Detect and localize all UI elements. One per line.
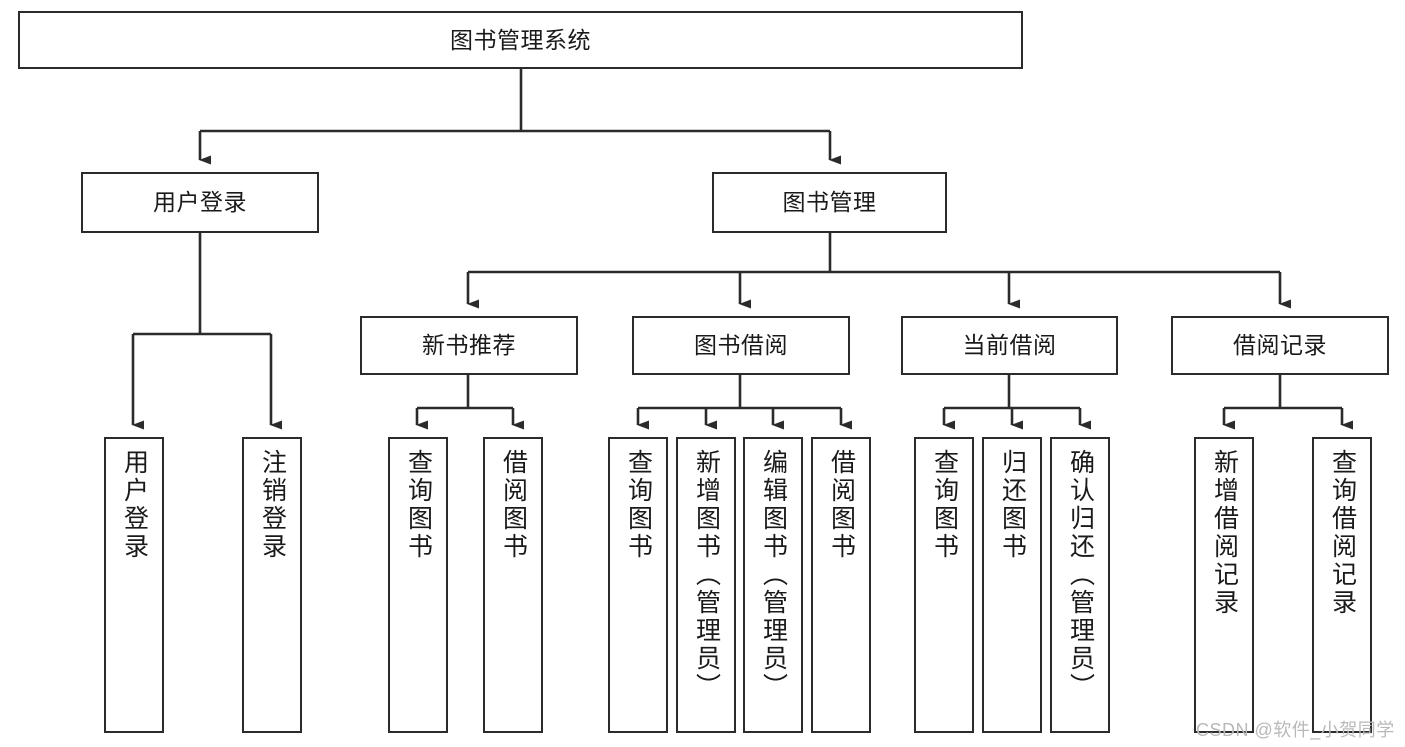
edge-group-current-borrow [942,375,1091,430]
node-leaf-query-books-borrow[interactable]: 查询图书 [608,437,668,733]
edge-group-book-borrow [636,375,852,430]
node-leaf-logout-label: 注销登录 [258,449,287,561]
node-leaf-query-books-new[interactable]: 查询图书 [388,437,448,733]
node-leaf-user-login[interactable]: 用户登录 [104,437,164,733]
node-book-borrow[interactable]: 图书借阅 [632,316,850,375]
edge-group-borrow-record [1222,375,1353,430]
node-book-borrow-label: 图书借阅 [694,332,788,359]
node-leaf-query-borrow-record[interactable]: 查询借阅记录 [1312,437,1372,733]
node-book-management-label: 图书管理 [782,189,877,216]
node-leaf-borrow-books-borrow-label: 借阅图书 [827,449,856,561]
node-leaf-return-books-label: 归还图书 [998,449,1027,561]
node-leaf-query-books-new-label: 查询图书 [404,449,433,561]
node-leaf-confirm-return-admin-label: 确认归还（管理员） [1066,449,1095,701]
node-current-borrow[interactable]: 当前借阅 [901,316,1118,375]
node-leaf-borrow-books-new[interactable]: 借阅图书 [483,437,543,733]
node-leaf-borrow-books-new-label: 借阅图书 [499,449,528,561]
node-root-label: 图书管理系统 [450,26,591,53]
node-user-login-label: 用户登录 [153,189,247,216]
node-leaf-add-borrow-record[interactable]: 新增借阅记录 [1194,437,1254,733]
node-book-management[interactable]: 图书管理 [712,172,947,233]
node-leaf-query-books-current[interactable]: 查询图书 [914,437,974,733]
node-leaf-query-borrow-record-label: 查询借阅记录 [1328,449,1357,617]
node-new-book-recommend[interactable]: 新书推荐 [360,316,578,375]
node-leaf-confirm-return-admin[interactable]: 确认归还（管理员） [1050,437,1110,733]
node-leaf-return-books[interactable]: 归还图书 [982,437,1042,733]
node-current-borrow-label: 当前借阅 [962,332,1057,359]
node-leaf-add-book-admin-label: 新增图书（管理员） [692,449,721,701]
node-leaf-borrow-books-borrow[interactable]: 借阅图书 [811,437,871,733]
node-leaf-add-borrow-record-label: 新增借阅记录 [1210,449,1239,617]
node-leaf-logout[interactable]: 注销登录 [242,437,302,733]
node-borrow-record[interactable]: 借阅记录 [1171,316,1389,375]
node-root[interactable]: 图书管理系统 [18,11,1023,69]
edge-group-new-book-recommend [415,375,524,430]
edge-group-user-login [131,233,282,430]
node-leaf-edit-book-admin[interactable]: 编辑图书（管理员） [743,437,803,733]
node-leaf-add-book-admin[interactable]: 新增图书（管理员） [676,437,736,733]
node-leaf-query-books-borrow-label: 查询图书 [624,449,653,561]
node-leaf-query-books-current-label: 查询图书 [930,449,959,561]
edge-group-root [198,69,841,165]
node-borrow-record-label: 借阅记录 [1233,332,1327,359]
node-leaf-edit-book-admin-label: 编辑图书（管理员） [759,449,788,701]
node-new-book-recommend-label: 新书推荐 [422,332,516,359]
node-leaf-user-login-label: 用户登录 [120,449,149,561]
node-user-login[interactable]: 用户登录 [81,172,319,233]
edge-group-book-management [466,233,1291,309]
